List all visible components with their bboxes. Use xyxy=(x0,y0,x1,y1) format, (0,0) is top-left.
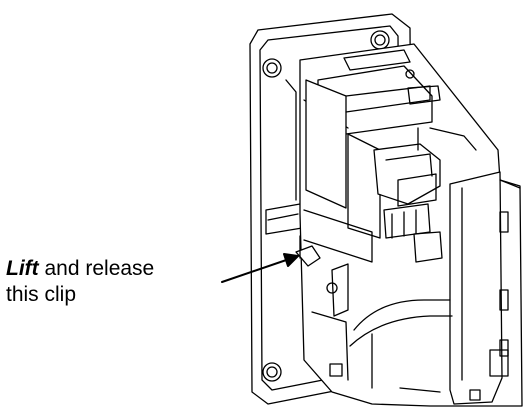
front-cartridge xyxy=(305,79,521,405)
ribbon-cable xyxy=(331,263,453,389)
callout-line-1: Lift and release xyxy=(6,256,154,282)
release-clip xyxy=(295,235,321,267)
gear-mechanism xyxy=(373,127,477,263)
callout-line-1-rest: and release xyxy=(38,257,155,280)
callout-line-2: this clip xyxy=(6,283,77,306)
callout-emphasis: Lift xyxy=(6,257,39,280)
callout-label: Lift and release this clip xyxy=(6,256,154,308)
callout-arrow xyxy=(221,253,299,283)
lower-housing xyxy=(311,282,481,401)
